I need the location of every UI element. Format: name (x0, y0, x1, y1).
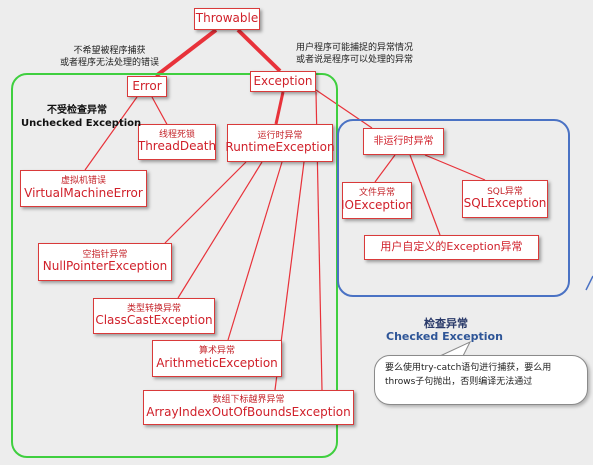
class-cast-node: 类型转换异常 ClassCastException (93, 298, 215, 334)
checked-exception-bubble: 要么使用try-catch语句进行捕获，要么用 throws子句抛出，否则编译无… (374, 355, 588, 405)
exception-label: Exception (253, 73, 313, 88)
edge-runtime-arithmetic (227, 161, 283, 341)
sql-zh: SQL异常 (487, 186, 523, 197)
user-defined-label: 用户自定义的Exception异常 (380, 240, 523, 254)
threaddeath-zh: 线程死锁 (158, 129, 195, 140)
io-zh: 文件异常 (358, 188, 395, 199)
checked-title-zh: 检查异常 (424, 317, 468, 330)
io-exception-node: 文件异常 IOException (340, 182, 414, 219)
error-label: Error (132, 78, 162, 93)
null-pointer-en: NullPointerException (42, 259, 168, 274)
class-cast-en: ClassCastException (95, 313, 213, 328)
edge-runtime-nullpointer (164, 161, 247, 244)
throwable-node: Throwable (194, 8, 260, 30)
edge-throwable-exception (236, 28, 282, 73)
arithmetic-node: 算术异常 ArithmeticException (152, 340, 282, 377)
runtime-en: RuntimeException (225, 140, 335, 155)
array-index-en: ArrayIndexOutOfBoundsException (146, 404, 351, 419)
error-note-line-1: 不希望被程序捕获 (73, 46, 146, 56)
exception-note-line-2: 或者说是程序可以处理的异常 (296, 55, 414, 66)
edge-throwable-error (154, 28, 218, 78)
bubble-line-1: 要么使用try-catch语句进行捕获，要么用 (385, 363, 552, 373)
array-index-node: 数组下标越界异常 ArrayIndexOutOfBoundsException (143, 390, 354, 425)
error-note-line-2: 或者程序无法处理的错误 (60, 58, 160, 69)
error-note: 不希望被程序捕获 或者程序无法处理的错误 (60, 45, 159, 69)
edge-error-vmerror (84, 96, 138, 171)
edge-fragment-right (585, 275, 593, 291)
exception-node: Exception (250, 71, 316, 92)
edge-exception-runtime (274, 91, 285, 125)
edge-nonruntime-userdefined (409, 154, 441, 236)
non-runtime-node: 非运行时异常 (363, 128, 444, 155)
unchecked-title-en: Unchecked Exception (21, 118, 142, 129)
non-runtime-label: 非运行时异常 (373, 135, 434, 147)
edge-nonruntime-sql (424, 154, 486, 181)
threaddeath-node: 线程死锁 ThreadDeath (138, 124, 216, 160)
runtime-zh: 运行时异常 (257, 130, 303, 141)
user-defined-node: 用户自定义的Exception异常 (364, 235, 539, 260)
null-pointer-node: 空指针异常 NullPointerException (38, 243, 172, 281)
edge-runtime-classcast (177, 161, 263, 299)
throwable-label: Throwable (195, 11, 259, 26)
runtime-exception-node: 运行时异常 RuntimeException (225, 124, 335, 162)
checked-title-en: Checked Exception (386, 330, 503, 343)
error-node: Error (127, 76, 167, 97)
bubble-line-2: throws子句抛出，否则编译无法通过 (385, 376, 533, 387)
vm-error-node: 虚拟机错误 VirtualMachineError (20, 170, 147, 207)
checked-exception-region (337, 119, 570, 297)
arithmetic-en: ArithmeticException (156, 355, 278, 370)
arithmetic-zh: 算术异常 (198, 346, 235, 357)
unchecked-title-zh: 不受检查异常 (47, 105, 107, 116)
class-cast-zh: 类型转换异常 (126, 303, 181, 314)
edge-exception-nonruntime (315, 89, 373, 129)
exception-note: 用户程序可能捕捉的异常情况 或者说是程序可以处理的异常 (296, 42, 413, 66)
array-index-zh: 数组下标越界异常 (212, 395, 285, 406)
sql-en: SQLException (463, 196, 547, 211)
exception-note-line-1: 用户程序可能捕捉的异常情况 (296, 43, 414, 53)
io-en: IOException (340, 197, 414, 212)
sql-exception-node: SQL异常 SQLException (462, 180, 548, 218)
vm-error-en: VirtualMachineError (24, 185, 143, 200)
vm-error-zh: 虚拟机错误 (60, 176, 106, 187)
threaddeath-en: ThreadDeath (137, 139, 217, 154)
null-pointer-zh: 空指针异常 (82, 249, 128, 260)
edge-nonruntime-io (374, 154, 396, 183)
